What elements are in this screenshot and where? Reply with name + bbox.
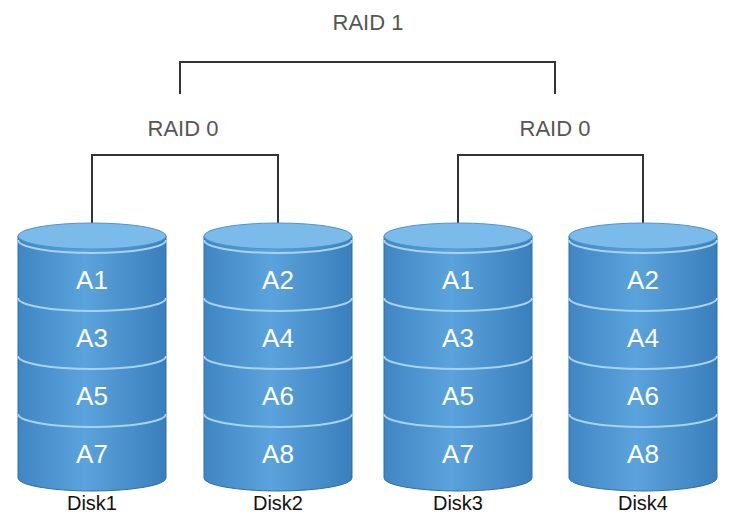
data-block: A7 [17, 426, 167, 482]
block-label: A6 [262, 381, 294, 412]
block-label: A3 [76, 323, 108, 354]
data-block: A4 [568, 310, 718, 366]
disk-cylinder: Disk4A2A4A6A8 [568, 222, 718, 492]
data-block: A5 [17, 368, 167, 424]
block-label: A3 [442, 323, 474, 354]
data-block: A7 [383, 426, 533, 482]
block-label: A2 [262, 265, 294, 296]
raid0-bracket [92, 155, 278, 232]
block-label: A8 [627, 439, 659, 470]
raid-label: RAID 0 [148, 116, 219, 142]
data-block: A8 [568, 426, 718, 482]
data-block: A1 [17, 252, 167, 308]
raid-label: RAID 0 [520, 116, 591, 142]
raid0-bracket [458, 155, 643, 232]
data-block: A8 [203, 426, 353, 482]
raid-label: RAID 1 [333, 10, 404, 36]
data-block: A5 [383, 368, 533, 424]
block-label: A4 [262, 323, 294, 354]
data-block: A3 [383, 310, 533, 366]
block-label: A1 [442, 265, 474, 296]
data-block: A2 [568, 252, 718, 308]
data-block: A6 [203, 368, 353, 424]
disk-cylinder: Disk2A2A4A6A8 [203, 222, 353, 492]
block-label: A2 [627, 265, 659, 296]
disk-cylinder: Disk3A1A3A5A7 [383, 222, 533, 492]
block-label: A6 [627, 381, 659, 412]
block-label: A1 [76, 265, 108, 296]
disk-name: Disk2 [203, 492, 353, 515]
data-block: A4 [203, 310, 353, 366]
block-label: A5 [442, 381, 474, 412]
raid1-bracket [180, 62, 555, 94]
block-label: A7 [76, 439, 108, 470]
data-block: A1 [383, 252, 533, 308]
disk-name: Disk3 [383, 492, 533, 515]
block-label: A7 [442, 439, 474, 470]
disk-name: Disk1 [17, 492, 167, 515]
block-label: A8 [262, 439, 294, 470]
block-label: A4 [627, 323, 659, 354]
block-label: A5 [76, 381, 108, 412]
data-block: A2 [203, 252, 353, 308]
disk-name: Disk4 [568, 492, 718, 515]
data-block: A3 [17, 310, 167, 366]
disk-cylinder: Disk1A1A3A5A7 [17, 222, 167, 492]
data-block: A6 [568, 368, 718, 424]
